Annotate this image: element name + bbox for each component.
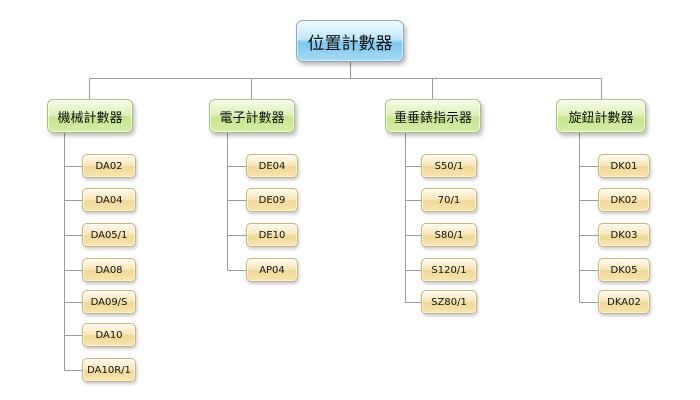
category-node-electronic-counter: 電子計數器	[209, 99, 295, 133]
leaf-label: DA08	[95, 264, 123, 276]
leaf-node: S80/1	[421, 223, 477, 247]
leaf-label: DE04	[258, 160, 286, 172]
leaf-node: DA09/S	[82, 290, 136, 314]
leaf-node: DA08	[82, 258, 136, 282]
leaf-label: DA04	[95, 194, 123, 206]
category-label: 電子計數器	[219, 110, 285, 126]
leaf-node: DA02	[82, 154, 136, 178]
leaf-label: DK05	[610, 264, 638, 276]
leaf-node: S120/1	[421, 258, 477, 282]
leaf-node: DK01	[598, 154, 650, 178]
leaf-node: DK03	[598, 223, 650, 247]
leaf-label: DK01	[610, 160, 638, 172]
leaf-node: DKA02	[598, 290, 650, 314]
leaf-label: S120/1	[431, 264, 467, 276]
leaf-node: DE09	[246, 188, 298, 212]
leaf-label: DE09	[258, 194, 286, 206]
category-node-gravity-dial-indicator: 重垂錶指示器	[385, 99, 481, 133]
leaf-node: DK05	[598, 258, 650, 282]
leaf-node: DA10	[82, 323, 136, 347]
leaf-node: DE04	[246, 154, 298, 178]
category-label: 機械計數器	[57, 110, 123, 126]
leaf-node: AP04	[246, 258, 298, 282]
leaf-label: S80/1	[434, 229, 464, 241]
leaf-label: 70/1	[437, 194, 461, 206]
root-node: 位置計數器	[296, 20, 404, 62]
leaf-label: DA02	[95, 160, 123, 172]
leaf-node: DA05/1	[82, 223, 136, 247]
leaf-label: DE10	[258, 229, 286, 241]
leaf-node: DA10R/1	[82, 358, 136, 382]
leaf-label: AP04	[259, 264, 285, 276]
category-label: 旋鈕計數器	[568, 110, 634, 126]
leaf-label: DKA02	[607, 296, 641, 308]
leaf-label: DK03	[610, 229, 638, 241]
leaf-node: DA04	[82, 188, 136, 212]
leaf-label: DA10R/1	[87, 364, 131, 376]
leaf-label: S50/1	[434, 160, 464, 172]
leaf-node: DK02	[598, 188, 650, 212]
category-node-knob-counter: 旋鈕計數器	[556, 99, 646, 133]
leaf-label: SZ80/1	[431, 296, 467, 308]
leaf-label: DK02	[610, 194, 638, 206]
leaf-node: DE10	[246, 223, 298, 247]
category-label: 重垂錶指示器	[393, 110, 472, 126]
leaf-node: SZ80/1	[421, 290, 477, 314]
root-label: 位置計數器	[307, 33, 393, 54]
leaf-node: 70/1	[421, 188, 477, 212]
leaf-label: DA10	[95, 329, 123, 341]
leaf-label: DA09/S	[90, 296, 128, 308]
leaf-label: DA05/1	[90, 229, 128, 241]
category-node-mechanical-counter: 機械計數器	[47, 99, 133, 133]
leaf-node: S50/1	[421, 154, 477, 178]
